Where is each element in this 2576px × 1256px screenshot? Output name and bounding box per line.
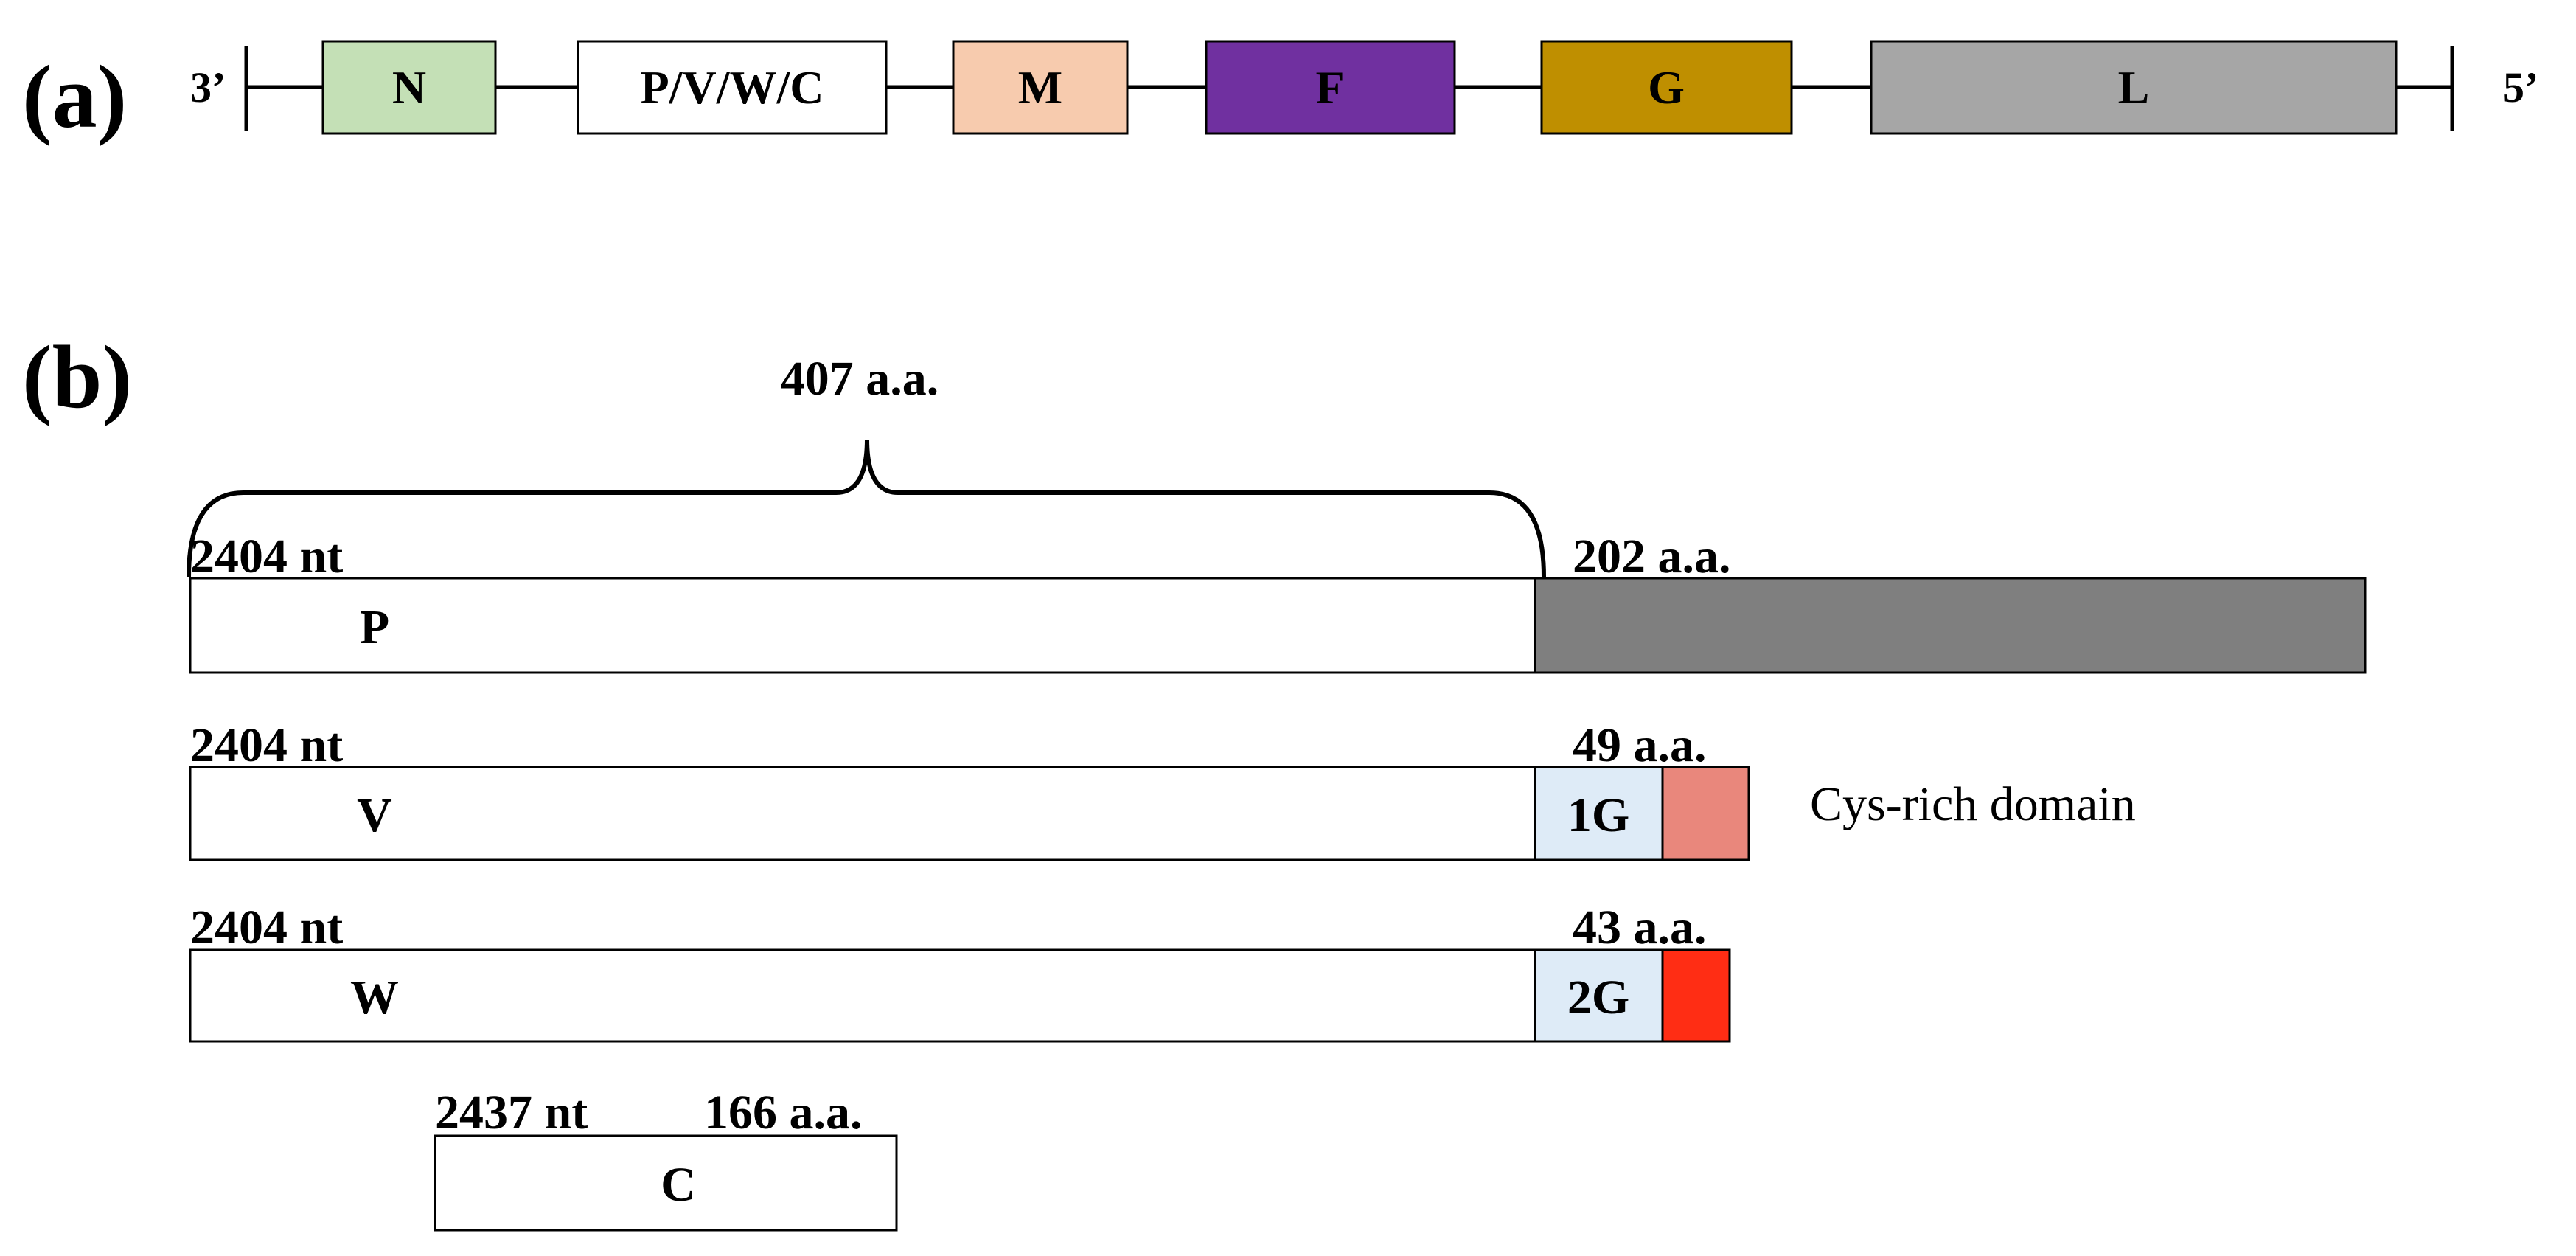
protein-v-common-region	[189, 766, 1536, 861]
protein-p-common-region	[189, 577, 1536, 674]
protein-v-edit-site	[1534, 766, 1664, 861]
gene-label-f: F	[1315, 61, 1344, 114]
gene-box-g	[1540, 40, 1793, 135]
protein-p-unique-tail	[1534, 577, 2367, 674]
protein-v-cys-rich-domain	[1661, 766, 1750, 861]
protein-c-start: 2437 nt	[435, 1086, 588, 1139]
protein-w-start: 2404 nt	[190, 901, 343, 954]
gene-label-n: N	[392, 61, 426, 114]
protein-w-unique-tail	[1661, 948, 1731, 1043]
gene-box-n	[321, 40, 497, 135]
protein-v: 2404 nt 49 a.a. V 1G Cys-rich domain	[189, 718, 2136, 861]
protein-w-tail-length: 43 a.a.	[1573, 901, 1707, 954]
panel-b-label: (b)	[22, 327, 132, 427]
protein-p-tail-length: 202 a.a.	[1573, 530, 1731, 583]
shared-region-brace	[187, 439, 1546, 577]
protein-c: 2437 nt 166 a.a. C	[434, 1086, 898, 1232]
protein-w-common-region	[189, 948, 1536, 1043]
cys-rich-domain-note: Cys-rich domain	[1810, 777, 2136, 831]
protein-v-start: 2404 nt	[190, 718, 343, 772]
gene-label-g: G	[1648, 61, 1685, 114]
protein-c-length: 166 a.a.	[704, 1086, 863, 1139]
gene-label-l: L	[2118, 61, 2150, 114]
gene-box-f	[1205, 40, 1456, 135]
protein-w-label: W	[350, 971, 399, 1024]
genome-5-prime-end: 5’	[2503, 63, 2538, 111]
protein-w-edit-label: 2G	[1567, 971, 1629, 1024]
protein-p-start: 2404 nt	[190, 530, 343, 583]
panel-a: (a) 3’ 5’ N P/V/W/C M F G L	[22, 40, 2538, 147]
protein-p: 2404 nt 202 a.a. P	[189, 530, 2367, 674]
gene-label-pvwc: P/V/W/C	[641, 61, 824, 114]
panel-b: (b) 407 a.a. 2404 nt 202 a.a. P 2404 nt …	[22, 327, 2367, 1232]
gene-box-pvwc	[577, 40, 888, 135]
shared-region-length: 407 a.a.	[781, 352, 939, 406]
protein-c-label: C	[661, 1158, 696, 1212]
panel-a-label: (a)	[22, 47, 127, 147]
protein-w-edit-site	[1534, 948, 1664, 1043]
genome-3-prime-end: 3’	[190, 63, 226, 111]
gene-box-m	[952, 40, 1129, 135]
gene-box-l	[1870, 40, 2398, 135]
protein-c-box	[434, 1134, 898, 1232]
protein-w: 2404 nt 43 a.a. W 2G	[189, 901, 1731, 1043]
gene-label-m: M	[1018, 61, 1062, 114]
protein-v-edit-label: 1G	[1567, 788, 1629, 842]
protein-v-label: V	[357, 788, 392, 842]
protein-p-label: P	[360, 600, 389, 654]
protein-v-tail-length: 49 a.a.	[1573, 718, 1707, 772]
